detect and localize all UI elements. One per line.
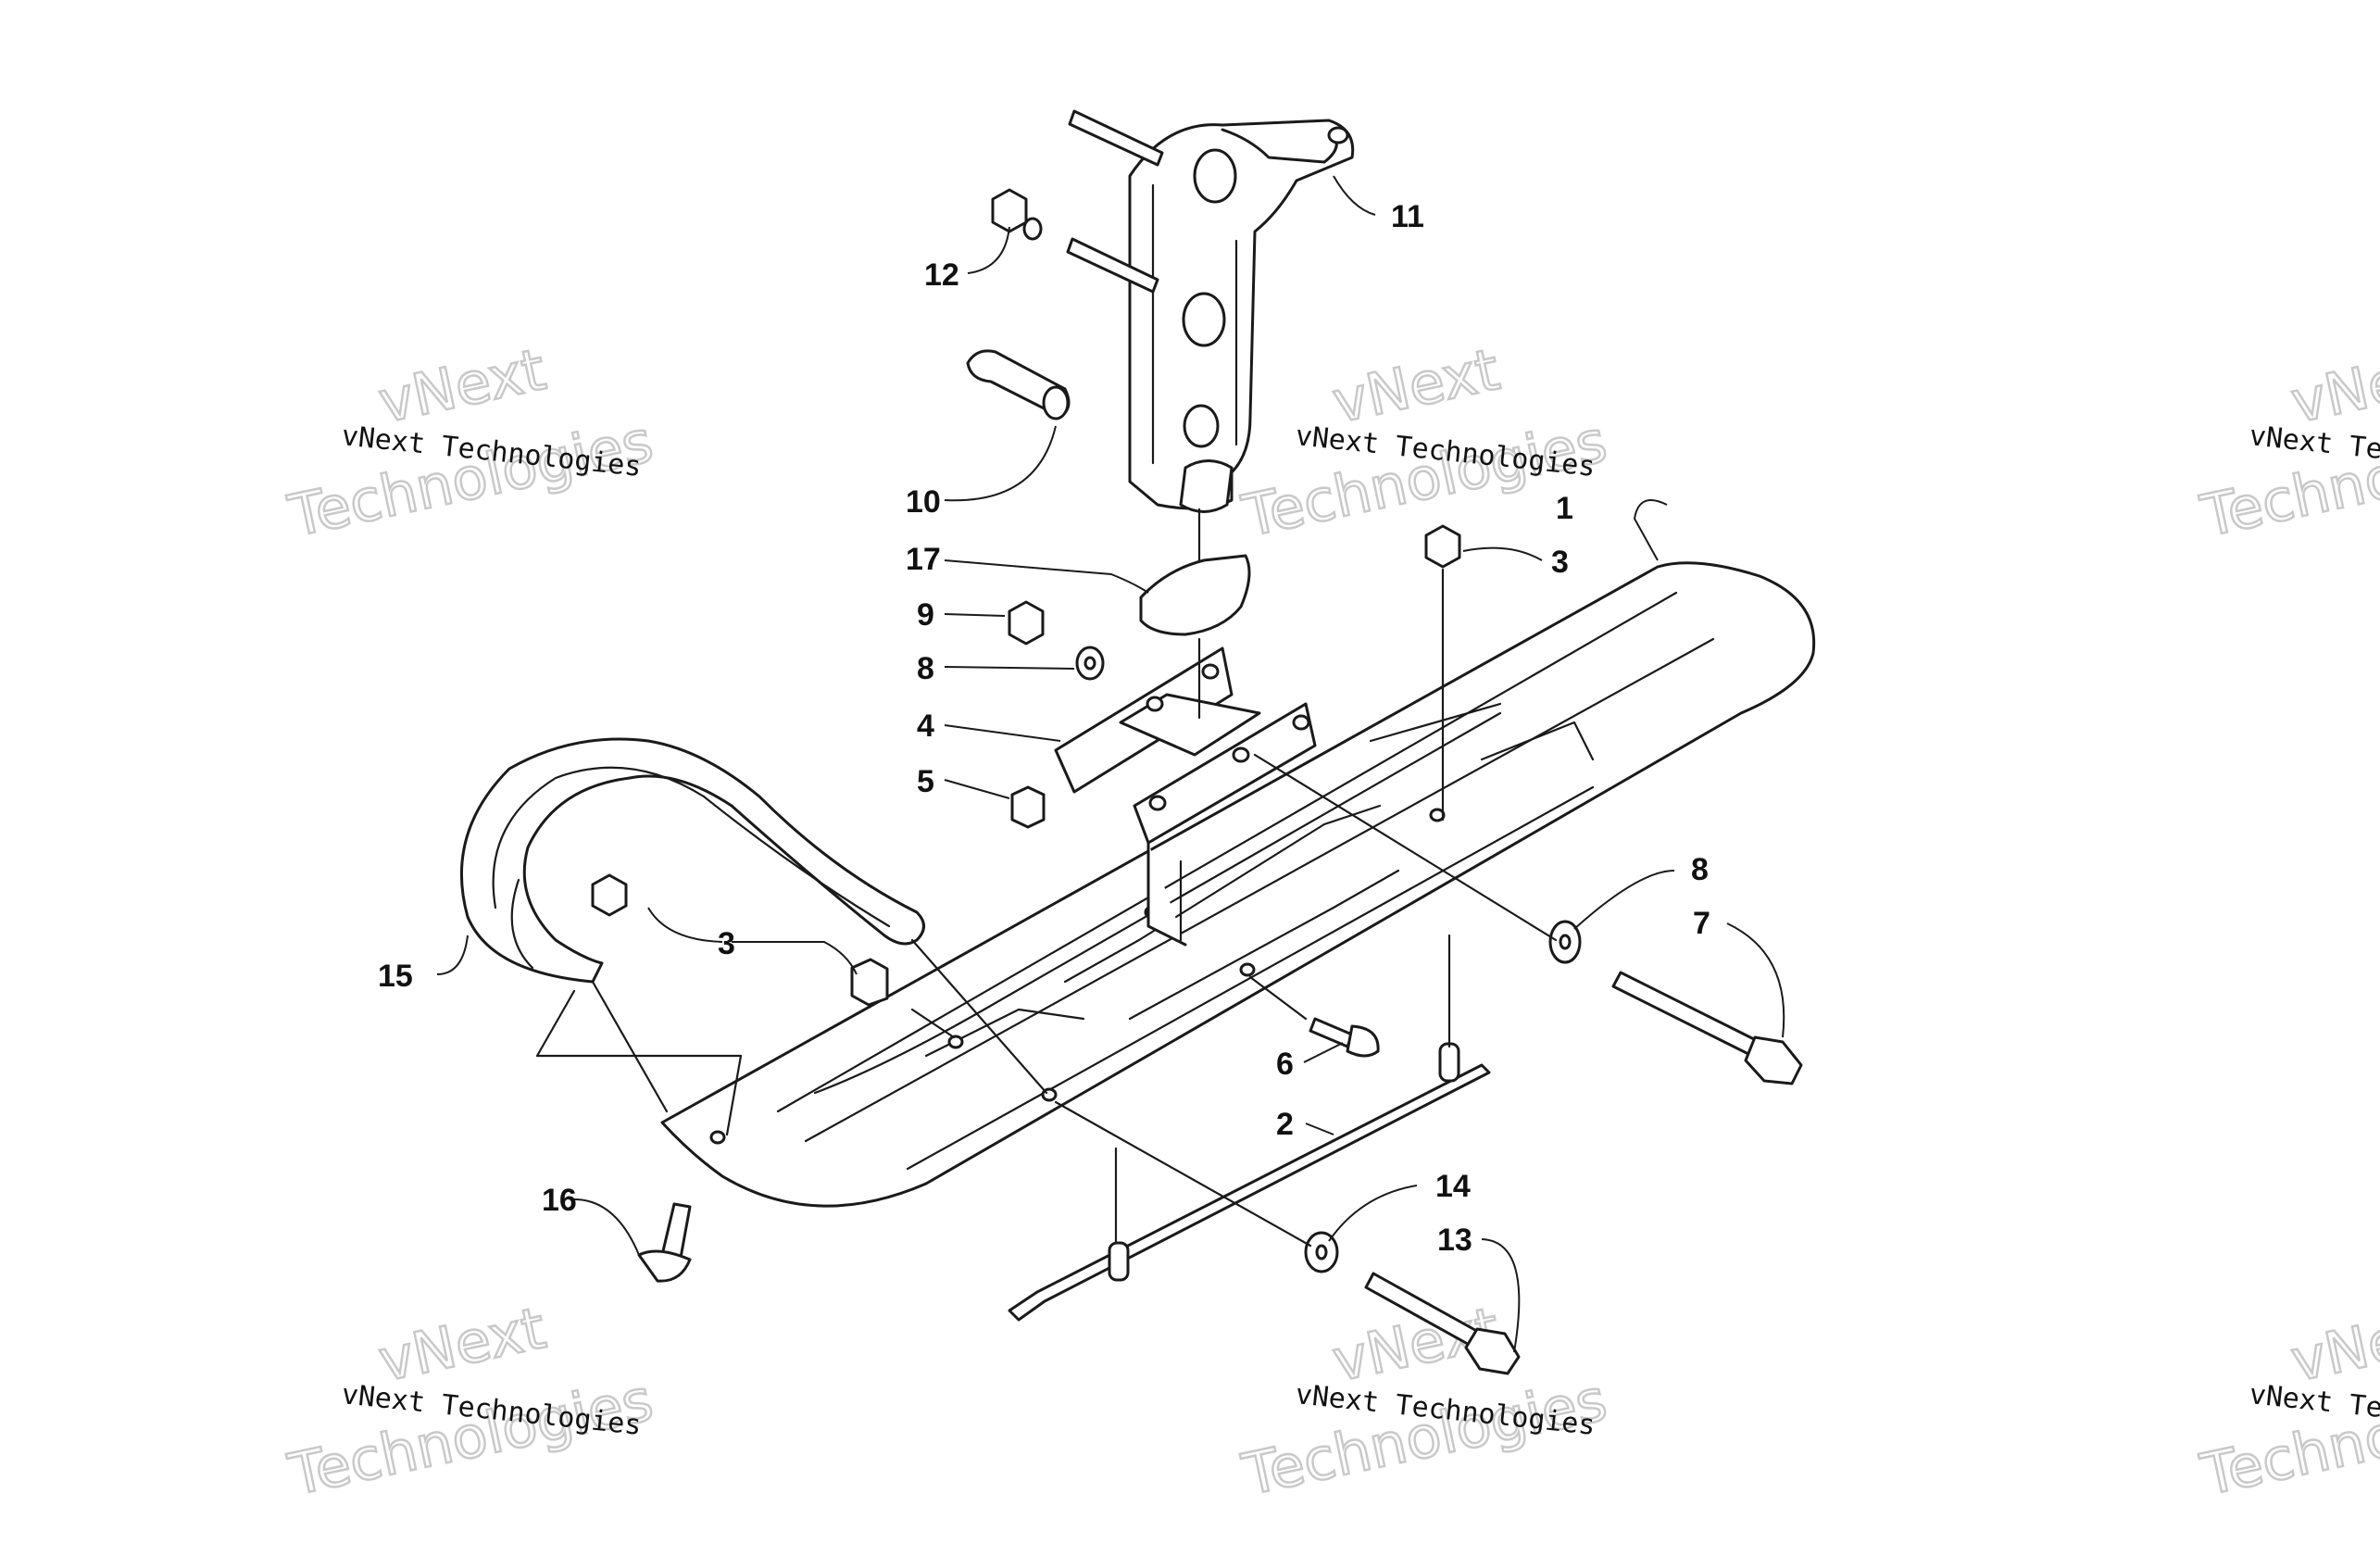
callout-3-left: 3 — [718, 926, 735, 961]
callout-13: 13 — [1437, 1223, 1472, 1258]
callout-5: 5 — [917, 764, 934, 799]
callout-8-right: 8 — [1691, 852, 1709, 887]
watermark-big-top: vNext — [2286, 335, 2380, 436]
callout-9: 9 — [917, 597, 934, 633]
part-saddle — [1054, 646, 1317, 947]
part-ski-loop — [459, 737, 925, 984]
callout-16: 16 — [542, 1183, 577, 1218]
callout-15: 15 — [378, 959, 413, 994]
hardware — [591, 188, 1803, 1375]
callout-14: 14 — [1435, 1169, 1471, 1204]
part-spacer — [1139, 554, 1251, 636]
watermark-big-top: vNext — [2286, 1294, 2380, 1395]
callout-labels: 1 2 3 3 4 5 6 7 8 8 9 10 11 12 13 14 15 … — [378, 199, 1710, 1258]
callout-7: 7 — [1693, 906, 1710, 941]
callout-12: 12 — [924, 257, 959, 293]
watermark-big-top: vNext — [1327, 335, 1505, 436]
part-bushing — [966, 349, 1071, 420]
watermark-big-top: vNext — [373, 1294, 551, 1395]
part-ski — [660, 561, 1816, 1208]
callout-1: 1 — [1556, 491, 1573, 526]
callout-6: 6 — [1276, 1047, 1294, 1082]
callout-10: 10 — [906, 484, 941, 520]
callout-3-top: 3 — [1551, 545, 1569, 580]
callout-4: 4 — [917, 709, 934, 744]
part-spindle — [1066, 109, 1355, 513]
leader-lines — [436, 175, 1785, 1353]
callout-11: 11 — [1391, 199, 1424, 234]
callout-17: 17 — [906, 542, 941, 577]
part-wear-bar — [1008, 1042, 1491, 1322]
callout-2: 2 — [1276, 1107, 1294, 1142]
watermark-big-top: vNext — [373, 335, 551, 436]
callout-8-left: 8 — [917, 651, 934, 686]
